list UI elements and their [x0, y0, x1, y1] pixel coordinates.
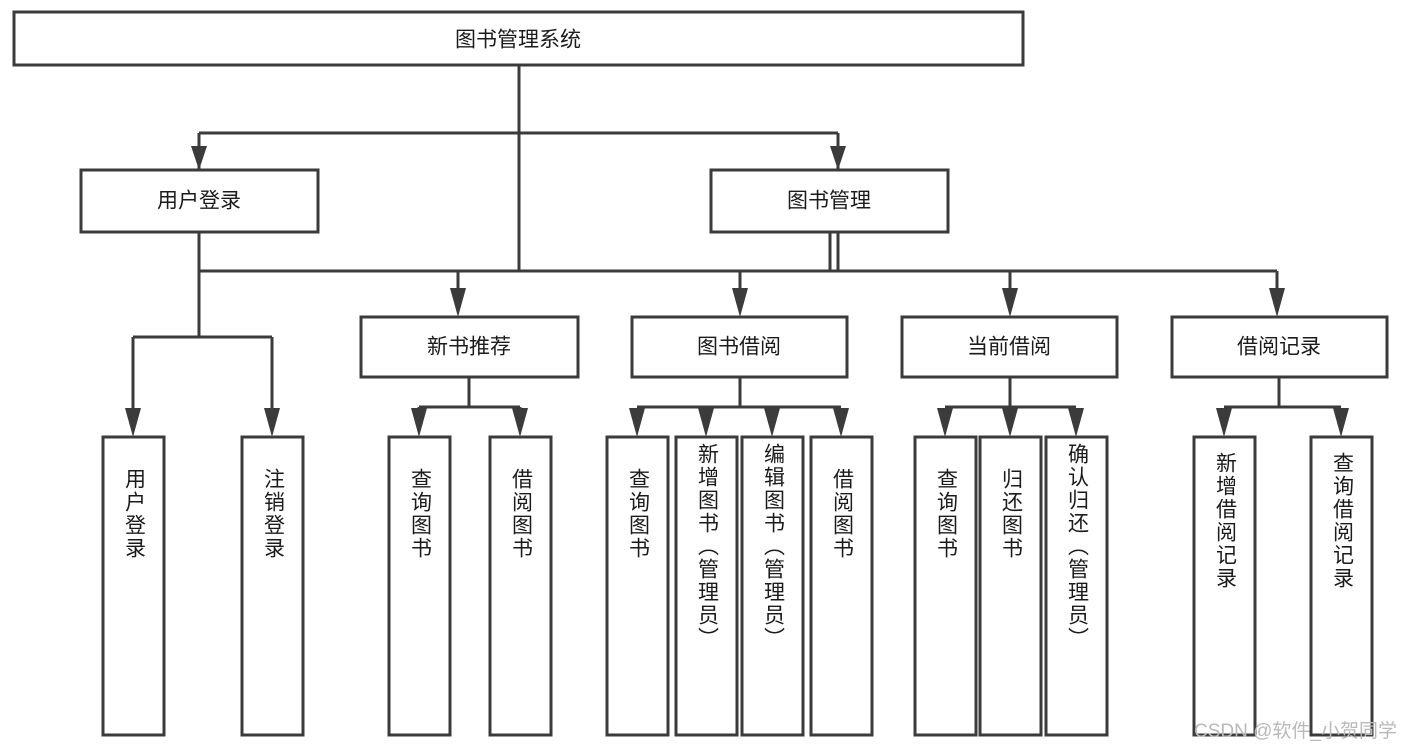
arrow-leaf-query-book-2 [629, 408, 645, 437]
node-leaf-confirm-return[interactable]: 确认归还（管理员） [1044, 435, 1109, 737]
node-leaf-edit-book[interactable]: 编辑图书（管理员） [740, 435, 805, 737]
node-leaf-query-book-3[interactable]: 查询图书 [913, 435, 978, 737]
leaf-query-record-box[interactable] [1309, 435, 1374, 737]
node-leaf-logout[interactable]: 注销登录 [240, 435, 305, 737]
node-leaf-add-record[interactable]: 新增借阅记录 [1192, 435, 1257, 737]
leaf-borrow-book-1-box[interactable] [488, 435, 553, 737]
node-leaf-return-book[interactable]: 归还图书 [978, 435, 1043, 737]
leaf-borrow-book-2-box[interactable] [809, 435, 874, 737]
root-label: 图书管理系统 [455, 29, 581, 52]
leaf-user-login-box[interactable] [101, 435, 166, 737]
arrow-book-manage [830, 146, 846, 170]
arrow-leaf-borrow-book-2 [833, 408, 849, 437]
leaf-edit-book-box[interactable] [740, 435, 805, 737]
borrow-record-label: 借阅记录 [1237, 336, 1321, 359]
node-new-book-rec[interactable]: 新书推荐 [359, 315, 580, 379]
arrow-leaf-user-login [125, 408, 141, 437]
leaf-query-book-3-label: 查询图书 [934, 468, 958, 560]
arrow-borrow-record [1269, 288, 1285, 317]
borrow-record-box[interactable] [1170, 315, 1389, 379]
current-borrow-box[interactable] [900, 315, 1119, 379]
current-borrow-label: 当前借阅 [967, 336, 1051, 359]
leaf-logout-label: 注销登录 [261, 468, 285, 560]
leaf-edit-book-label: 编辑图书（管理员） [761, 443, 785, 650]
arrow-leaf-query-book-3 [937, 408, 953, 437]
arrow-leaf-edit-book [764, 408, 780, 437]
arrow-book-borrow [732, 288, 748, 317]
node-leaf-query-book-1[interactable]: 查询图书 [387, 435, 452, 737]
leaf-query-book-2-label: 查询图书 [626, 468, 650, 560]
root-box[interactable] [12, 10, 1025, 67]
leaf-logout-box[interactable] [240, 435, 305, 737]
book-borrow-box[interactable] [630, 315, 849, 379]
arrow-new-book-rec [450, 288, 466, 317]
arrow-leaf-add-record [1216, 408, 1232, 437]
arrow-leaf-logout [264, 408, 280, 437]
arrow-leaf-query-book-1 [411, 408, 427, 437]
leaf-query-book-1-box[interactable] [387, 435, 452, 737]
leaf-add-record-box[interactable] [1192, 435, 1257, 737]
node-leaf-query-record[interactable]: 查询借阅记录 [1309, 435, 1374, 737]
leaf-borrow-book-1-label: 借阅图书 [509, 468, 533, 560]
leaf-confirm-return-label: 确认归还（管理员） [1065, 443, 1089, 650]
node-root[interactable]: 图书管理系统 [12, 10, 1025, 67]
leaf-query-record-label: 查询借阅记录 [1330, 452, 1354, 590]
book-manage-label: 图书管理 [787, 190, 871, 213]
node-book-borrow[interactable]: 图书借阅 [630, 315, 849, 379]
new-book-rec-label: 新书推荐 [427, 336, 511, 359]
node-leaf-query-book-2[interactable]: 查询图书 [605, 435, 670, 737]
node-leaf-add-book[interactable]: 新增图书（管理员） [674, 435, 739, 737]
user-login-box[interactable] [79, 168, 320, 234]
leaf-query-book-2-box[interactable] [605, 435, 670, 737]
node-user-login[interactable]: 用户登录 [79, 168, 320, 234]
arrow-current-borrow [1002, 288, 1018, 317]
leaf-user-login-label: 用户登录 [122, 468, 146, 560]
node-borrow-record[interactable]: 借阅记录 [1170, 315, 1389, 379]
leaf-query-book-3-box[interactable] [913, 435, 978, 737]
book-manage-box[interactable] [709, 168, 950, 234]
node-leaf-borrow-book-1[interactable]: 借阅图书 [488, 435, 553, 737]
leaf-borrow-book-2-label: 借阅图书 [830, 468, 854, 560]
arrow-user-login [191, 146, 207, 170]
new-book-rec-box[interactable] [359, 315, 580, 379]
arrow-leaf-return-book [1002, 408, 1018, 437]
user-login-label: 用户登录 [157, 190, 241, 213]
arrow-leaf-query-record [1333, 408, 1349, 437]
leaf-confirm-return-box[interactable] [1044, 435, 1109, 737]
book-borrow-label: 图书借阅 [697, 336, 781, 359]
node-book-manage[interactable]: 图书管理 [709, 168, 950, 234]
edges-layer [125, 65, 1349, 437]
leaf-return-book-label: 归还图书 [999, 468, 1023, 560]
node-current-borrow[interactable]: 当前借阅 [900, 315, 1119, 379]
leaf-add-book-box[interactable] [674, 435, 739, 737]
leaf-return-book-box[interactable] [978, 435, 1043, 737]
arrow-leaf-borrow-book-1 [512, 408, 528, 437]
leaf-add-record-label: 新增借阅记录 [1213, 452, 1237, 590]
leaf-query-book-1-label: 查询图书 [408, 468, 432, 560]
arrow-leaf-confirm-return [1068, 408, 1084, 437]
leaf-add-book-label: 新增图书（管理员） [695, 443, 719, 650]
node-leaf-user-login[interactable]: 用户登录 [101, 435, 166, 737]
arrow-leaf-add-book [698, 408, 714, 437]
node-leaf-borrow-book-2[interactable]: 借阅图书 [809, 435, 874, 737]
